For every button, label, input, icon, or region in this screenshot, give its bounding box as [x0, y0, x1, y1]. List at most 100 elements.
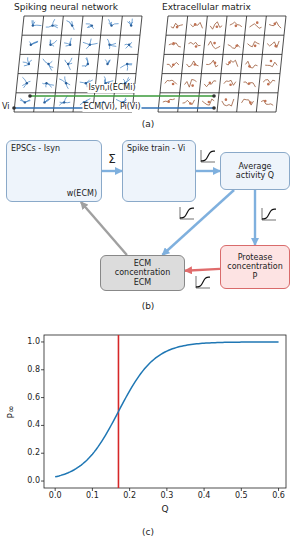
neuron-soma	[47, 63, 49, 65]
neuron-soma	[32, 24, 34, 26]
process-box: ECM concentration ECM	[100, 255, 185, 291]
icon-curve	[201, 151, 215, 161]
neuron-soma	[130, 24, 132, 26]
grid-line	[14, 16, 24, 112]
grid-line	[237, 16, 247, 112]
matrix-dot	[225, 98, 228, 101]
axis-tick	[41, 341, 44, 342]
axis-label: Q	[161, 505, 168, 515]
matrix-fiber	[183, 100, 195, 105]
grid-line	[18, 73, 136, 74]
neuron-soma	[108, 44, 110, 46]
matrix-fiber	[230, 22, 242, 26]
neuron-soma	[63, 101, 65, 103]
matrix-fiber	[246, 61, 258, 68]
matrix-fiber	[248, 42, 260, 47]
flow-arrow	[254, 190, 256, 245]
axis-tick	[129, 488, 130, 491]
matrix-dot	[270, 60, 273, 63]
neuron-sketch	[64, 38, 71, 46]
grid-line	[168, 16, 286, 17]
neuron-soma	[110, 24, 112, 26]
axis-tick	[41, 397, 44, 398]
matrix-fiber	[222, 99, 234, 106]
icon-axes	[262, 208, 276, 220]
matrix-fiber	[208, 41, 220, 48]
neuron-sketch	[120, 64, 132, 71]
matrix-dot	[249, 101, 252, 104]
grid-line	[20, 54, 138, 55]
tick-label: 0.4	[198, 492, 211, 501]
icon-curve	[262, 209, 276, 219]
edge-label: Σ	[108, 153, 116, 166]
panel-label: (c)	[142, 528, 154, 538]
tick-label: 0.0	[27, 477, 40, 486]
matrix-dot	[235, 25, 238, 28]
matrix-fiber	[250, 24, 262, 28]
grid-line	[160, 92, 278, 93]
matrix-dot	[216, 25, 219, 28]
matrix-fiber	[189, 42, 201, 45]
neuron-soma	[106, 63, 108, 65]
axis-tick	[92, 488, 93, 491]
matrix-fiber	[228, 44, 240, 48]
grid-line	[158, 112, 276, 113]
neuron-sketch	[46, 19, 58, 28]
matrix-fiber	[265, 62, 277, 67]
matrix-dot	[214, 62, 217, 65]
sigmoid-curve	[55, 342, 278, 477]
matrix-dot	[194, 63, 197, 66]
line-end-dot	[212, 94, 216, 98]
neuron-soma	[128, 44, 130, 46]
matrix-dot	[172, 64, 175, 67]
axis-label: P∞	[7, 406, 17, 419]
matrix-fiber	[169, 43, 181, 47]
neuron-soma	[89, 44, 91, 46]
neuron-sketch	[65, 58, 72, 70]
grid-line	[158, 16, 168, 112]
matrix-fiber	[187, 61, 199, 67]
box-title: ECM concentration ECM	[105, 259, 180, 287]
matrix-dot	[172, 83, 175, 86]
neuron-soma	[51, 24, 53, 26]
icon-axes	[201, 150, 215, 162]
neuron-sketch	[86, 24, 94, 29]
axis-tick	[55, 488, 56, 491]
matrix-dot	[273, 23, 276, 26]
matrix-dot	[195, 45, 198, 48]
tick-label: 0.0	[49, 492, 62, 501]
tick-label: 0.6	[27, 393, 40, 402]
matrix-dot	[235, 44, 238, 47]
box-title: EPSCs - Isyn	[11, 144, 97, 153]
matrix-fiber	[204, 81, 216, 87]
process-box: Average activity Q	[220, 152, 290, 190]
neuron-sketch	[127, 19, 132, 26]
neuron-sketch	[22, 77, 30, 88]
matrix-dot	[191, 84, 194, 87]
grid-line	[162, 73, 280, 74]
grid-line	[132, 16, 142, 112]
axis-tick	[166, 488, 167, 491]
line-end-dot	[12, 106, 16, 110]
box-title: Spike train - Vi	[127, 144, 191, 153]
neuron-soma	[67, 63, 69, 65]
flow-arrow	[185, 269, 220, 271]
tick-label: 0.1	[86, 492, 99, 501]
neuron-soma	[26, 82, 28, 84]
box-note: w(ECM)	[67, 189, 97, 198]
neuron-soma	[87, 63, 89, 65]
grid-line	[217, 16, 227, 112]
axis-tick	[241, 488, 242, 491]
matrix-dot	[228, 61, 231, 64]
neuron-sketch	[50, 40, 57, 47]
coupling-line	[30, 95, 214, 96]
matrix-grid	[158, 16, 286, 112]
neuron-sketch	[109, 19, 119, 25]
neuron-sketch	[59, 96, 70, 106]
neuron-sketch	[107, 39, 116, 49]
panel-label: Vi	[2, 103, 10, 112]
tick-label: 0.5	[235, 492, 248, 501]
process-box: Spike train - Vi	[122, 140, 196, 202]
neuron-soma	[30, 44, 32, 46]
